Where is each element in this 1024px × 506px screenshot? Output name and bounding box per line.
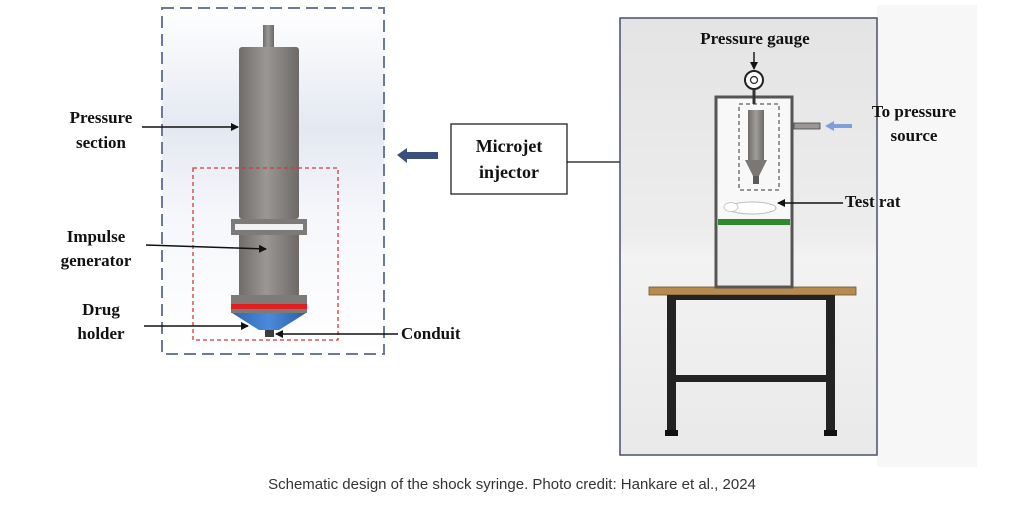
pressure-section-cylinder <box>239 47 299 219</box>
microjet-injector-label-box <box>450 123 568 195</box>
label-pressure-source-1: To pressure <box>872 102 957 121</box>
right-panel-border <box>619 17 878 456</box>
test-rat-head <box>723 202 739 212</box>
label-pressure-gauge: Pressure gauge <box>700 29 810 48</box>
figure-caption: Schematic design of the shock syringe. P… <box>268 476 756 493</box>
collar-white-band <box>235 224 303 230</box>
drug-holder-red-ring <box>231 304 307 309</box>
label-drug-holder-1: Drug <box>82 300 120 319</box>
label-test-rat: Test rat <box>845 192 901 211</box>
experimental-setup-photo <box>619 5 977 467</box>
pressure-gauge-dial <box>744 70 764 90</box>
label-pressure-section-1: Pressure <box>70 108 133 127</box>
label-conduit: Conduit <box>401 324 461 343</box>
table-leg-right <box>826 295 835 435</box>
pressure-source-pipe <box>793 122 821 130</box>
label-microjet-1: Microjet <box>476 136 543 156</box>
conduit-nozzle <box>265 330 274 337</box>
label-pressure-section-2: section <box>76 133 127 152</box>
enclosure-lower <box>718 225 790 285</box>
microjet-injector-drawing <box>231 25 307 337</box>
right-panel-outer-shade <box>877 5 977 467</box>
enclosure-shelf <box>718 219 790 225</box>
drug-holder-cone <box>232 313 306 330</box>
label-drug-holder-2: holder <box>77 324 125 343</box>
label-impulse-generator-1: Impulse <box>67 227 126 246</box>
navy-arrow-left <box>397 148 438 163</box>
top-pin <box>263 25 274 49</box>
label-impulse-generator-2: generator <box>61 251 132 270</box>
impulse-generator-cylinder <box>239 235 299 295</box>
light-blue-arrow <box>825 121 852 131</box>
table-foot-left <box>665 430 678 436</box>
mini-injector-nozzle <box>753 176 759 184</box>
impulse-region-red-dashed-box <box>192 167 339 341</box>
mini-injector-body <box>748 110 764 162</box>
table-bar-top <box>667 295 835 300</box>
table-crossbar <box>667 375 835 382</box>
table-foot-right <box>824 430 837 436</box>
label-microjet-2: injector <box>479 162 539 182</box>
label-pressure-source-2: source <box>891 126 938 145</box>
mini-injector-tip <box>745 160 767 176</box>
pressure-gauge-hub <box>749 75 759 85</box>
table-leg-left <box>667 295 676 435</box>
microjet-injector-dashed-frame <box>161 7 385 355</box>
arrow-impulse-generator <box>145 244 267 253</box>
